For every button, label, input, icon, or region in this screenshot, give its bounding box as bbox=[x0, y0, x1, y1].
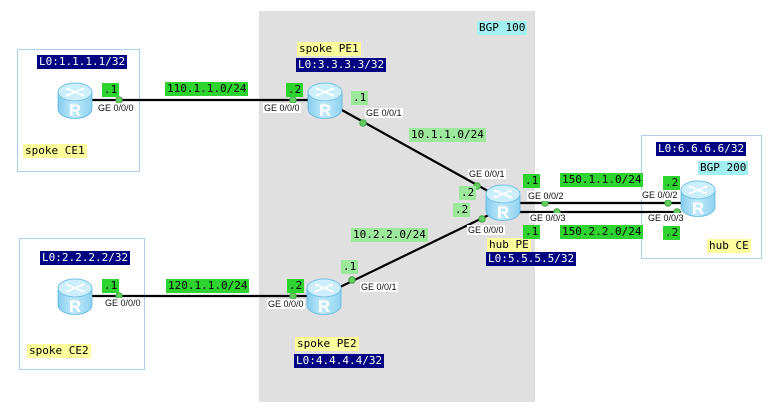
network-150-2-2-0-label: 150.2.2.0/24 bbox=[560, 225, 644, 239]
network-10-1-1-0-label: 10.1.1.0/24 bbox=[409, 128, 486, 142]
hubpe-ge000-if-label: GE 0/0/0 bbox=[467, 225, 505, 235]
hubpe-ge000-addr-label: .2 bbox=[453, 203, 471, 217]
router-spoke-ce1-icon: R bbox=[57, 82, 93, 120]
hubpe-ge003-if-label: GE 0/0/3 bbox=[529, 213, 567, 223]
hub-ce-loopback-label: L0:6.6.6.6/32 bbox=[656, 142, 747, 156]
svg-text:R: R bbox=[319, 101, 331, 120]
hubce-ge002-addr-label: .2 bbox=[663, 176, 681, 190]
hub-ce-name-label: hub CE bbox=[707, 239, 751, 253]
svg-text:R: R bbox=[318, 297, 330, 316]
hubpe-ge002-addr-label: .1 bbox=[523, 174, 541, 188]
svg-text:R: R bbox=[69, 297, 81, 316]
spoke-ce1-loopback-label: L0:1.1.1.1/32 bbox=[37, 55, 128, 69]
svg-text:R: R bbox=[69, 101, 81, 120]
spoke-pe1-name-label: spoke PE1 bbox=[297, 42, 361, 56]
spoke-pe1-loopback-label: L0:3.3.3.3/32 bbox=[296, 58, 387, 72]
hubpe-ge001-addr-label: .2 bbox=[459, 186, 477, 200]
spoke-ce1-name-label: spoke CE1 bbox=[23, 144, 87, 158]
hubce-ge003-addr-label: .2 bbox=[663, 226, 681, 240]
network-110-1-1-0-label: 110.1.1.0/24 bbox=[165, 82, 249, 96]
ce1-addr-label: .1 bbox=[102, 83, 120, 97]
pe2-ge000-if-label: GE 0/0/0 bbox=[267, 299, 305, 309]
ce1-ge000-if-label: GE 0/0/0 bbox=[97, 103, 135, 113]
hubce-ge002-if-label: GE 0/0/2 bbox=[641, 190, 679, 200]
router-spoke-pe2-icon: R bbox=[306, 278, 342, 316]
hubce-ge003-if-label: GE 0/0/3 bbox=[647, 213, 685, 223]
pe1-ge001-addr-label: .1 bbox=[351, 91, 369, 105]
network-10-2-2-0-label: 10.2.2.0/24 bbox=[351, 228, 428, 242]
spoke-pe2-name-label: spoke PE2 bbox=[295, 337, 359, 351]
pe1-ge000-if-label: GE 0/0/0 bbox=[263, 103, 301, 113]
hub-pe-name-label: hub PE bbox=[487, 238, 531, 252]
spoke-ce2-name-label: spoke CE2 bbox=[27, 344, 91, 358]
svg-text:R: R bbox=[692, 199, 704, 218]
hubpe-ge001-if-label: GE 0/0/1 bbox=[468, 169, 506, 179]
pe1-ge001-if-label: GE 0/0/1 bbox=[365, 108, 403, 118]
network-150-1-1-0-label: 150.1.1.0/24 bbox=[560, 173, 644, 187]
router-hub-ce-icon: R bbox=[680, 180, 716, 218]
svg-text:R: R bbox=[497, 203, 509, 222]
ce2-ge000-if-label: GE 0/0/0 bbox=[104, 298, 142, 308]
pe1-ge000-addr-label: .2 bbox=[286, 83, 304, 97]
pe2-ge001-if-label: GE 0/0/1 bbox=[360, 282, 398, 292]
bgp200-label: BGP 200 bbox=[698, 161, 749, 175]
router-hub-pe-icon: R bbox=[485, 184, 521, 222]
router-spoke-pe1-icon: R bbox=[307, 82, 343, 120]
spoke-ce2-loopback-label: L0:2.2.2.2/32 bbox=[40, 251, 131, 265]
pe2-ge000-addr-label: .2 bbox=[287, 279, 305, 293]
pe2-ge001-addr-label: .1 bbox=[341, 260, 359, 274]
spoke-pe2-loopback-label: L0:4.4.4.4/32 bbox=[294, 354, 385, 368]
hubpe-ge002-if-label: GE 0/0/2 bbox=[527, 191, 565, 201]
router-spoke-ce2-icon: R bbox=[57, 278, 93, 316]
hub-pe-loopback-label: L0:5.5.5.5/32 bbox=[486, 252, 577, 266]
hubpe-ge003-addr-label: .1 bbox=[523, 225, 541, 239]
network-120-1-1-0-label: 120.1.1.0/24 bbox=[166, 279, 250, 293]
bgp100-label: BGP 100 bbox=[477, 21, 528, 35]
ce2-addr-label: .1 bbox=[102, 279, 120, 293]
